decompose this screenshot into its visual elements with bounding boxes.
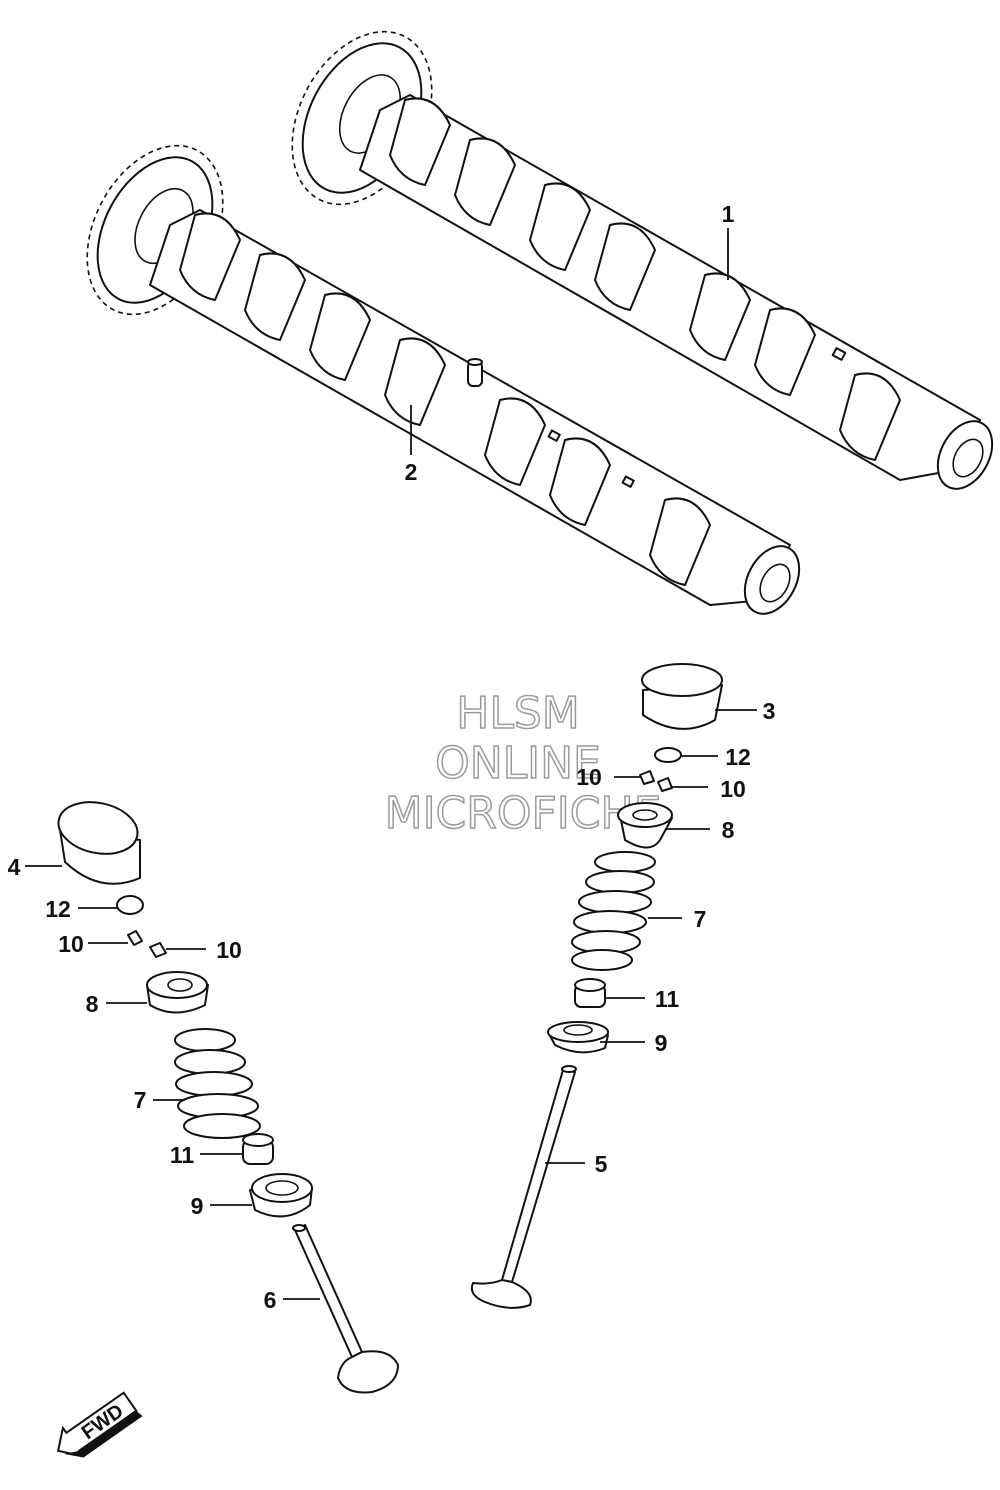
valve-5 <box>470 1065 577 1309</box>
callout-labels: 1 2 3 12 10 10 8 7 11 9 5 4 12 10 10 8 7… <box>8 201 776 1313</box>
callout-8-left: 8 <box>86 991 99 1017</box>
valve-stack-left <box>57 801 399 1394</box>
seal-11-left <box>242 1133 274 1165</box>
callout-1: 1 <box>722 201 735 227</box>
valve-stack-right <box>470 663 723 1309</box>
callout-6: 6 <box>264 1287 277 1313</box>
cotter-10-left-b <box>149 942 167 958</box>
callout-10-left-left: 10 <box>58 931 84 957</box>
watermark-line3: MICROFICHE <box>385 788 662 839</box>
retainer-8-right <box>617 802 673 849</box>
callout-5: 5 <box>595 1151 608 1177</box>
callout-2: 2 <box>405 459 418 485</box>
cotter-10-right-a <box>639 770 655 785</box>
callout-4: 4 <box>8 854 21 880</box>
callout-11-left: 11 <box>170 1142 195 1168</box>
callout-10-right-right: 10 <box>720 776 746 802</box>
callout-8-right: 8 <box>722 817 735 843</box>
fwd-arrow: FWD <box>56 1391 143 1458</box>
valve-6 <box>292 1224 399 1394</box>
watermark-line2: ONLINE <box>435 738 601 789</box>
callout-10-left-right: 10 <box>216 937 242 963</box>
seat-9-left <box>249 1173 313 1218</box>
cotter-10-left-a <box>127 930 143 946</box>
tappet-4 <box>57 801 141 885</box>
callout-12-left: 12 <box>45 896 71 922</box>
callout-11-right: 11 <box>655 986 680 1012</box>
spring-7-left <box>174 1028 261 1139</box>
cotter-10-right-b <box>657 777 673 792</box>
tappet-3 <box>641 663 723 730</box>
seat-9-right <box>547 1021 609 1054</box>
callout-3: 3 <box>763 698 776 724</box>
callout-7-left: 7 <box>134 1087 147 1113</box>
watermark-line1: HLSM <box>456 688 580 739</box>
callout-10-right-left: 10 <box>576 764 602 790</box>
seal-11-right <box>574 978 606 1008</box>
callout-9-left: 9 <box>191 1193 204 1219</box>
retainer-8-left <box>146 971 209 1014</box>
callout-7-right: 7 <box>694 906 707 932</box>
spring-7-right <box>571 851 656 971</box>
shim-12-left <box>116 895 144 915</box>
callout-12-right: 12 <box>725 744 751 770</box>
leader-lines <box>25 228 757 1300</box>
watermark: HLSM ONLINE MICROFICHE <box>384 687 662 840</box>
shim-12-right <box>654 747 682 763</box>
camshaft-2 <box>86 144 801 615</box>
camshaft-1 <box>291 30 994 490</box>
callout-9-right: 9 <box>655 1030 668 1056</box>
